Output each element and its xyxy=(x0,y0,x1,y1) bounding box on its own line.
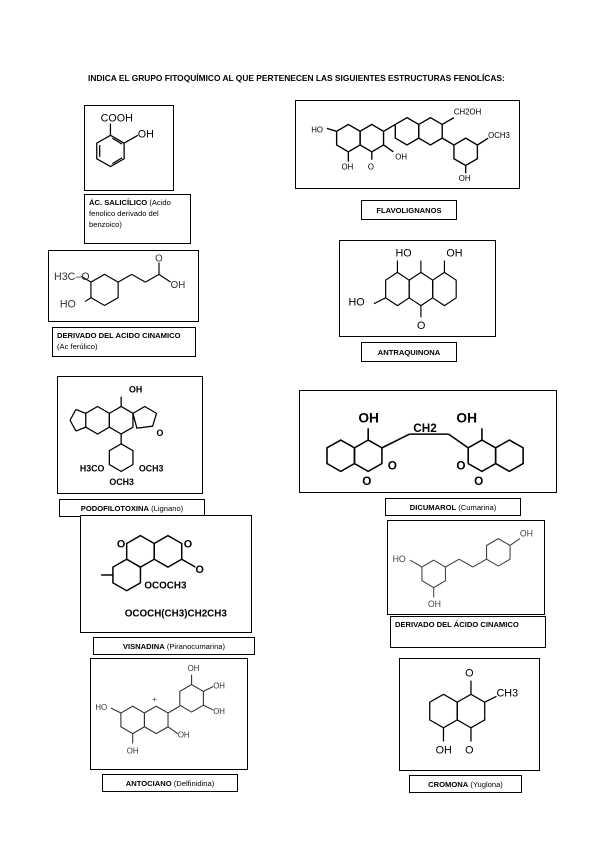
page-title: INDICA EL GRUPO FITOQUÍMICO AL QUE PERTE… xyxy=(88,73,505,83)
structure-podophyllotoxin: OH O H3CO OCH3 OCH3 xyxy=(57,376,203,494)
ho-text: HO xyxy=(311,125,323,134)
structure-flavolignan: HO OH OH O CH2OH OCH3 OH xyxy=(295,100,520,189)
svg-text:OH: OH xyxy=(358,410,379,425)
svg-text:H3CO: H3CO xyxy=(80,463,105,473)
label-dicumarol: DICUMAROL (Cumarina) xyxy=(385,498,521,516)
svg-text:OH: OH xyxy=(213,681,225,690)
structure-resveratrol: HO OH OH xyxy=(387,520,545,615)
cooh-text: COOH xyxy=(101,113,133,125)
label-salicylic: ÁC. SALICÍLICO (Acido fenolico derivado … xyxy=(84,194,191,244)
svg-text:O: O xyxy=(155,254,163,265)
svg-text:OH: OH xyxy=(178,731,190,740)
svg-text:O: O xyxy=(456,459,465,472)
svg-text:OCH3: OCH3 xyxy=(139,463,164,473)
label-antraquinona: ANTRAQUINONA xyxy=(361,342,457,362)
svg-text:OH: OH xyxy=(456,410,477,425)
svg-text:O: O xyxy=(195,564,203,576)
svg-text:OH: OH xyxy=(428,599,441,609)
svg-text:O: O xyxy=(117,538,125,550)
svg-text:OCH3: OCH3 xyxy=(488,131,510,140)
svg-text:OH: OH xyxy=(459,174,471,183)
svg-text:OH: OH xyxy=(395,153,407,162)
svg-text:HO: HO xyxy=(60,298,76,310)
svg-text:O: O xyxy=(157,428,164,438)
label-flavolignanos: FLAVOLIGNANOS xyxy=(361,200,457,220)
svg-text:CH2: CH2 xyxy=(413,422,437,435)
label-antociano: ANTOCIANO (Delfinidina) xyxy=(102,774,238,792)
label-visnadina: VISNADINA (Piranocumarina) xyxy=(93,637,255,655)
svg-text:OCH3: OCH3 xyxy=(109,477,134,487)
svg-text:OH: OH xyxy=(213,707,225,716)
svg-text:OH: OH xyxy=(436,744,452,756)
svg-text:O: O xyxy=(465,744,473,756)
svg-text:O: O xyxy=(417,320,425,332)
svg-text:HO: HO xyxy=(393,554,406,564)
structure-dicoumarol: OH OH CH2 O O O O xyxy=(299,390,557,493)
svg-text:HO: HO xyxy=(348,297,364,309)
svg-text:CH2OH: CH2OH xyxy=(454,108,481,117)
svg-text:OCOCH3: OCOCH3 xyxy=(144,581,187,592)
label-cromona: CROMONA (Yuglona) xyxy=(409,775,522,793)
label-ferulic: DERIVADO DEL ACIDO CINAMICO (Ac ferúlico… xyxy=(52,327,196,357)
structure-ferulic-acid: H3C–O HO O OH xyxy=(48,250,199,322)
svg-text:H3C–O: H3C–O xyxy=(54,271,90,283)
svg-text:HO: HO xyxy=(95,703,107,712)
svg-text:OH: OH xyxy=(127,746,139,755)
svg-text:O: O xyxy=(465,668,473,680)
svg-text:O: O xyxy=(368,162,374,171)
structure-anthraquinone: HO OH HO O xyxy=(339,240,496,337)
svg-text:OH: OH xyxy=(129,385,142,395)
svg-text:OH: OH xyxy=(188,664,200,673)
structure-salicylic-acid: COOH OH xyxy=(84,105,174,191)
svg-text:OH: OH xyxy=(446,248,462,260)
svg-text:O: O xyxy=(184,538,192,550)
svg-text:O: O xyxy=(388,459,397,472)
svg-text:OH: OH xyxy=(520,529,533,539)
svg-text:O: O xyxy=(474,475,483,488)
svg-text:CH3: CH3 xyxy=(497,687,519,699)
svg-text:OH: OH xyxy=(171,280,186,291)
oh-text: OH xyxy=(138,128,154,140)
structure-delphinidin: OH OH OH HO OH OH + xyxy=(90,658,248,770)
svg-text:HO: HO xyxy=(395,248,411,260)
structure-juglone: O CH3 O OH xyxy=(399,658,540,771)
structure-visnadine: O O O OCOCH3 OCOCH(CH3)CH2CH3 xyxy=(80,515,252,633)
svg-text:O: O xyxy=(362,475,371,488)
label-cinamico-2: DERIVADO DEL ÁCIDO CINAMICO xyxy=(390,616,546,648)
svg-text:OCOCH(CH3)CH2CH3: OCOCH(CH3)CH2CH3 xyxy=(125,608,228,619)
svg-text:+: + xyxy=(152,695,157,704)
svg-text:OH: OH xyxy=(342,162,354,171)
